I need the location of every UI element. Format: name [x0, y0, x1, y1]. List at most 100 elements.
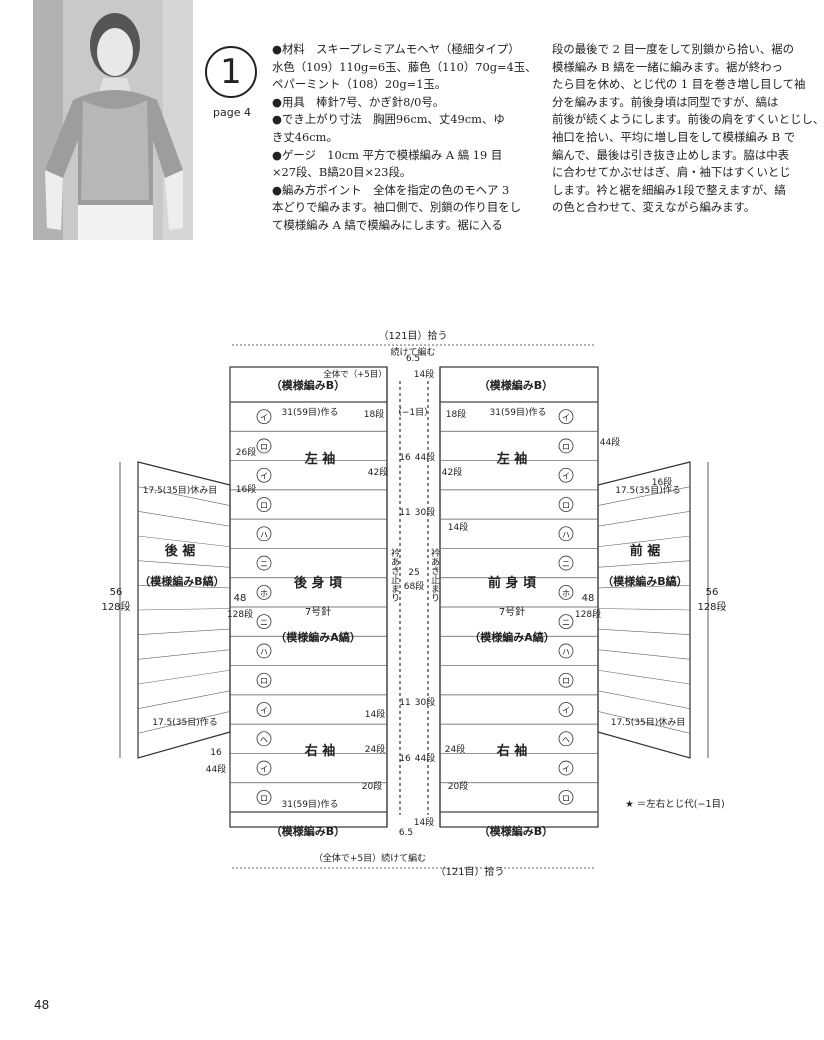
- stripe-marker-circle: [558, 438, 574, 454]
- top-pickup-label: （121目）拾う: [378, 329, 447, 342]
- hem-rest-label-right: 17.5(35目)休み目: [611, 716, 686, 728]
- bottom-continue-label: （全体で+5目）続けて編む: [314, 852, 426, 864]
- instruction-line: の色と合わせて、変えながら編みます。: [552, 200, 756, 215]
- page-reference: page 4: [213, 106, 251, 119]
- dim-body-width-left: 48: [234, 593, 247, 604]
- stripe-marker-label: ハ: [562, 530, 570, 539]
- instruction-line: 分を編みます。前後身頃は同型ですが、縞は: [552, 94, 779, 109]
- dim-14dan-lower: 14段: [365, 708, 385, 720]
- stripe-marker-circle: [558, 555, 574, 571]
- dim-neck-top-rows: 14段: [414, 368, 434, 380]
- stripe-marker-circle: [558, 789, 574, 805]
- stripe-marker-circle: [256, 672, 272, 688]
- dim-18dan-left: 18段: [364, 408, 384, 420]
- dim-neck-25: 25: [408, 568, 419, 578]
- dim-14dan-mid: 14段: [448, 521, 468, 533]
- stripe-marker-circle: [256, 760, 272, 776]
- neck-opening-right: 衿あき止まり: [429, 547, 440, 602]
- dim-44dan-upper: 44段: [415, 451, 435, 463]
- pattern-number: 1: [205, 46, 257, 98]
- instruction-line: 段の最後で 2 目一度をして別鎖から拾い、裾の: [552, 42, 794, 56]
- instruction-line: ●編み方ポイント 全体を指定の色のモヘア 3: [272, 182, 510, 197]
- dim-30dan-upper: 30段: [415, 506, 435, 518]
- stripe-marker-circle: [256, 497, 272, 512]
- stripe-marker-circle: [256, 438, 272, 454]
- hem-stripe-line: [137, 511, 231, 527]
- dim-44dan-right: 44段: [600, 436, 620, 448]
- instruction-line: て模様編み A 縞で模編みにします。裾に入る: [272, 217, 503, 232]
- hem-stripe-line: [597, 649, 691, 660]
- stripe-marker-circle: [256, 409, 272, 425]
- stripe-marker-label: イ: [260, 413, 268, 422]
- stripe-marker-label: ロ: [260, 442, 268, 451]
- stripe-marker-label: イ: [562, 706, 570, 715]
- body-pattern-front: （模様編みA縞）: [469, 630, 555, 644]
- instruction-line: 本どりで編みます。袖口側で、別鎖の作り目をし: [272, 200, 521, 215]
- hem-stripe-line: [597, 711, 691, 734]
- stripe-marker-label: ニ: [562, 618, 570, 627]
- stripe-marker-label: ハ: [260, 647, 268, 656]
- front-body-label: 前 身 頃: [488, 575, 537, 591]
- stripe-marker-label: イ: [562, 765, 570, 774]
- left-sleeve-label: 左 袖: [305, 451, 336, 467]
- front-hem-label: 前 裾: [630, 543, 661, 559]
- needle-label-front: 7号針: [499, 605, 525, 618]
- hem-pattern-back: （模様編みB縞）: [139, 574, 224, 588]
- bottom-pickup-label: （121目）拾う: [435, 865, 504, 878]
- hem-stripe-line: [137, 608, 231, 611]
- band-label-top-left: （模様編みB）: [271, 378, 345, 392]
- dim-hem-length-right: 56: [706, 587, 719, 598]
- hem-stripe-line: [597, 535, 691, 548]
- stripe-marker-circle: [558, 584, 574, 600]
- dim-44dan-left-lower: 44段: [206, 763, 226, 775]
- knitting-diagram: （121目）拾う 続けて編む 全体で（+5目） 6.5 14段 （模様編みB） …: [0, 325, 800, 885]
- hem-stripe-line: [597, 669, 691, 685]
- dim-neck-bottom: 6.5: [399, 828, 413, 838]
- stripe-marker-label: ニ: [562, 560, 570, 569]
- top-increase-label: 全体で（+5目）: [323, 369, 387, 380]
- stripe-marker-label: ハ: [260, 530, 268, 539]
- stripe-marker-label: イ: [260, 706, 268, 715]
- dim-24dan-right: 24段: [445, 743, 465, 755]
- top-continue-label: 続けて編む: [390, 346, 435, 358]
- instruction-line: ペパーミント（108）20g=1玉。: [272, 77, 447, 92]
- stripe-marker-circle: [256, 584, 272, 600]
- hem-rest-label: 17.5(35目)休み目: [143, 484, 218, 496]
- back-hem-label: 後 裾: [165, 543, 196, 559]
- stripe-marker-circle: [558, 467, 574, 483]
- hem-stripe-line: [137, 535, 231, 548]
- dim-make-top: 31(59目)作る: [282, 406, 339, 418]
- dim-16dan-right: 16段: [652, 476, 672, 488]
- stripe-marker-label: ロ: [562, 442, 570, 451]
- stripe-marker-label: ヘ: [562, 735, 570, 744]
- hem-make-label-left: 17.5(35目)作る: [152, 716, 218, 728]
- band-label-bottom-right: （模様編みB）: [479, 824, 553, 838]
- stripe-marker-label: ロ: [260, 677, 268, 686]
- instruction-line: します。衿と裾を細編み1段で整えますが、縞: [552, 182, 786, 197]
- dim-hem-rows-left: 128段: [101, 600, 130, 613]
- hem-stripe-line: [597, 560, 691, 568]
- instructions-column-2: 段の最後で 2 目一度をして別鎖から拾い、裾の 模様編み B 縞を一緒に編みます…: [552, 41, 824, 217]
- instruction-line: ×27段、B縞20目×23段。: [272, 165, 412, 180]
- instruction-line: ●材料 スキープレミアムモヘヤ（極細タイプ）: [272, 42, 520, 56]
- hem-stripe-lines: [137, 486, 691, 734]
- body-pattern-back: （模様編みA縞）: [275, 630, 361, 644]
- model-photo: [33, 0, 193, 240]
- dim-11-upper: 11: [399, 508, 410, 518]
- right-sleeve-label-right: 右 袖: [496, 743, 528, 759]
- left-sleeve-label-right: 左 袖: [497, 451, 528, 467]
- dim-42dan-left: 42段: [368, 466, 388, 478]
- hem-stripe-line: [137, 690, 231, 709]
- hem-stripe-line: [597, 690, 691, 709]
- dim-neck-68dan: 68段: [404, 580, 424, 592]
- instructions-column-1: ●材料 スキープレミアムモヘヤ（極細タイプ） 水色（109）110g=6玉、藤色…: [272, 41, 542, 235]
- dim-44dan-lower: 44段: [415, 752, 435, 764]
- stripe-marker-circle: [256, 467, 272, 483]
- stripe-marker-circle: [558, 760, 574, 776]
- stripe-marker-circle: [558, 409, 574, 425]
- dim-make-bottom: 31(59目)作る: [282, 798, 339, 810]
- dim-body-rows-right: 128段: [575, 608, 601, 620]
- stripe-marker-label: ロ: [562, 501, 570, 510]
- dim-make-top-right: 31(59目)作る: [490, 406, 547, 418]
- neck-opening-left: 衿あき止まり: [389, 547, 400, 602]
